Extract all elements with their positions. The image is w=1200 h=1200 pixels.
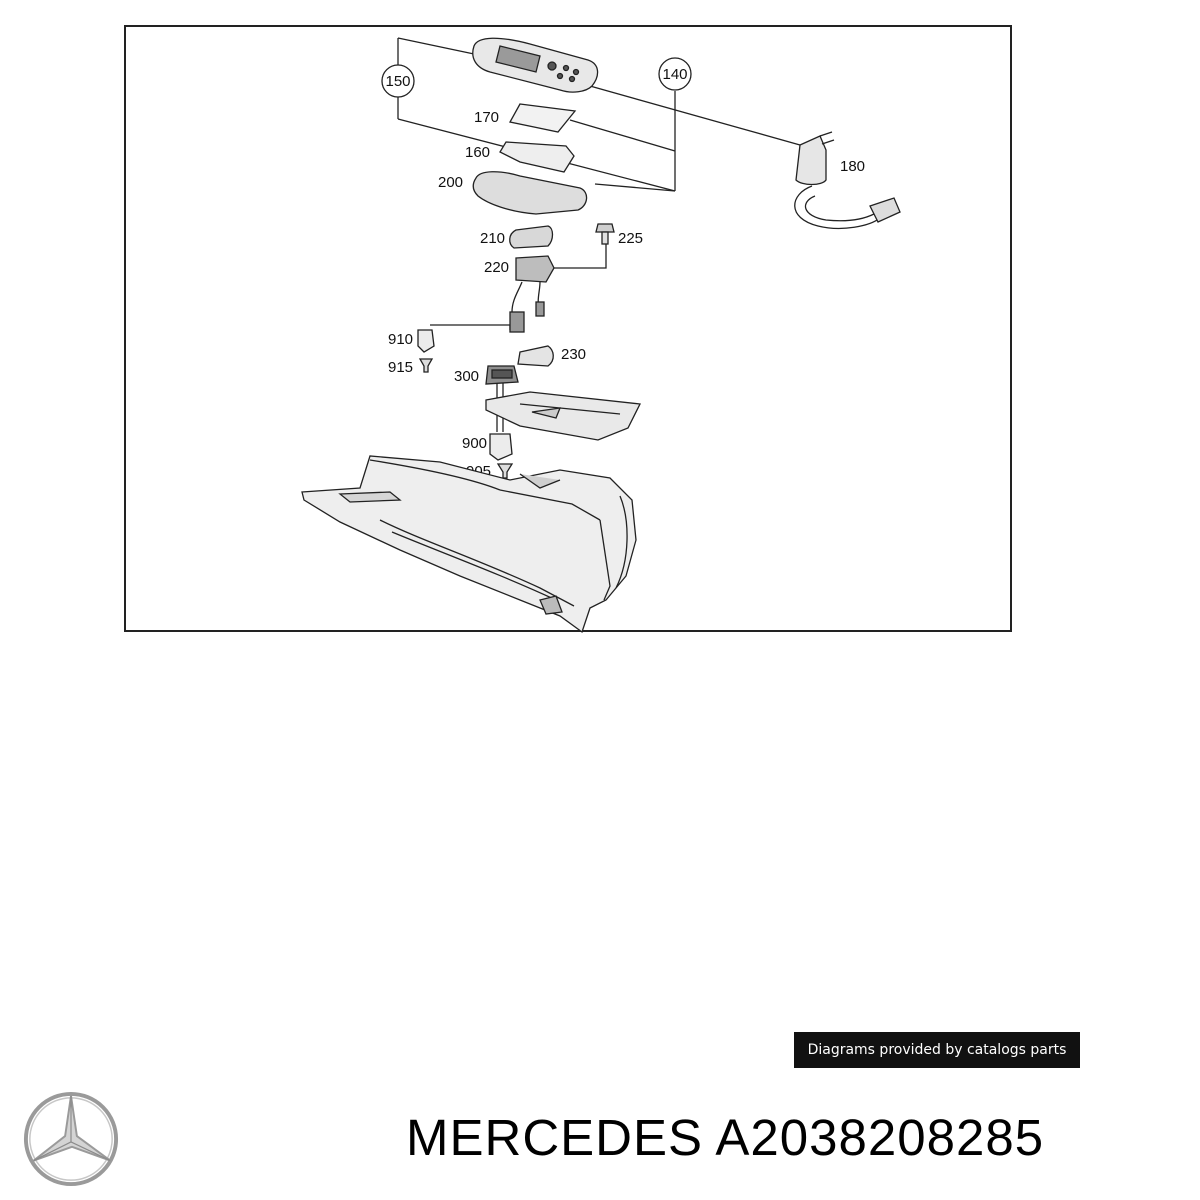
part-900: [489, 433, 513, 461]
mercedes-star-icon: [23, 1091, 119, 1187]
console-bracket: [485, 391, 641, 441]
part-300-socket: [485, 365, 519, 385]
label-160: 160: [465, 144, 490, 161]
label-900: 900: [462, 435, 487, 452]
brand-part-heading: MERCEDES A2038208285: [406, 1108, 1044, 1167]
part-180-charger: [794, 131, 901, 230]
label-170: 170: [474, 109, 499, 126]
part-210: [509, 225, 554, 249]
center-console: [301, 455, 637, 634]
part-225-screw: [595, 223, 615, 245]
label-300: 300: [454, 368, 479, 385]
label-230: 230: [561, 346, 586, 363]
label-210: 210: [480, 230, 505, 247]
brand-name: MERCEDES: [406, 1109, 704, 1166]
part-915: [418, 358, 434, 373]
part-910: [417, 329, 435, 353]
part-170: [509, 103, 577, 133]
parts-diagram-drawing: 150 140 170 160 200 180 210 225: [301, 37, 901, 634]
label-200: 200: [438, 174, 463, 191]
part-160: [499, 141, 575, 173]
part-220-module: [509, 255, 555, 333]
label-140: 140: [662, 66, 687, 83]
label-225: 225: [618, 230, 643, 247]
label-150: 150: [385, 73, 410, 90]
label-915: 915: [388, 359, 413, 376]
part-number: A2038208285: [715, 1109, 1045, 1166]
part-200: [472, 171, 588, 215]
part-905: [496, 463, 514, 479]
callout-140: [658, 57, 692, 91]
callout-150: [381, 64, 415, 98]
label-910: 910: [388, 331, 413, 348]
label-180: 180: [840, 158, 865, 175]
diagram-credit-banner: Diagrams provided by catalogs parts: [794, 1032, 1080, 1068]
label-220: 220: [484, 259, 509, 276]
part-230: [517, 345, 554, 367]
phone-part: [472, 37, 599, 93]
